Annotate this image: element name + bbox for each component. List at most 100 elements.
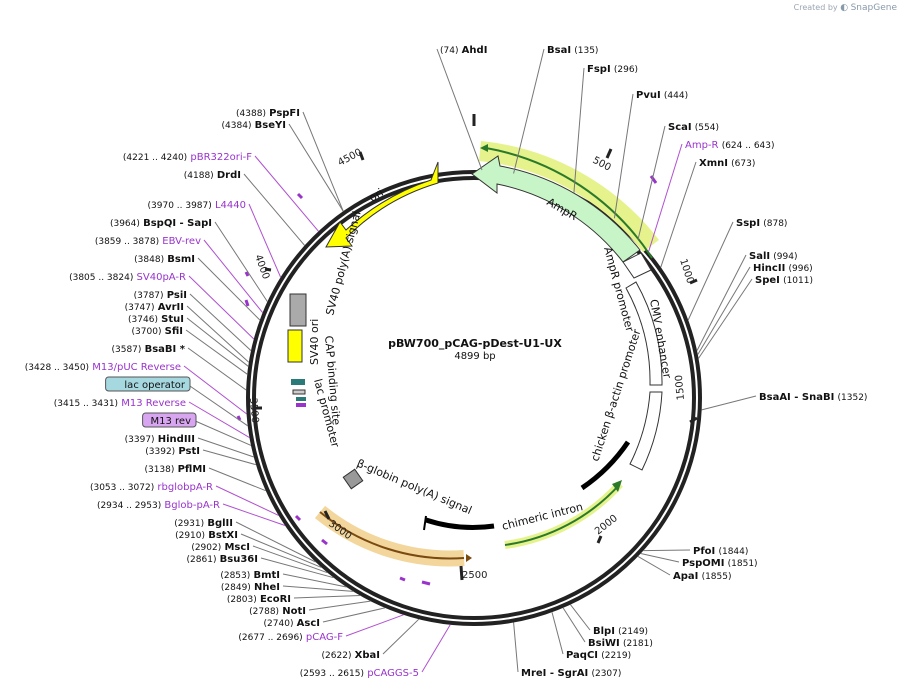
tick: [605, 148, 613, 159]
site-name: EBV-rev: [162, 236, 201, 247]
restriction-site: ApaI (1855): [637, 555, 732, 582]
leader-line: [186, 305, 250, 363]
primer-site: (3053 .. 3072) rbglobpA-R: [90, 482, 279, 516]
leader-line: [208, 467, 266, 492]
tick-label-4500: 4500: [336, 147, 364, 169]
site-position: (2219): [601, 651, 631, 661]
site-name: AscI: [297, 618, 320, 629]
site-name: SpeI: [755, 275, 780, 286]
ampr-promoter-arrow: [622, 252, 652, 279]
tick-label-2500: 2500: [462, 570, 487, 581]
leader-line: [696, 254, 747, 351]
primer-site: (2593 .. 2615) pCAGGS-5: [300, 624, 451, 679]
site-position: (2934 .. 2953): [97, 501, 161, 511]
site-label: BlpI (2149): [593, 626, 648, 637]
backbone-inner: [252, 176, 696, 620]
site-position: (3415 .. 3431): [54, 399, 118, 409]
sv40-ori-box: [287, 329, 303, 363]
site-label: (2934 .. 2953) Bglob-pA-R: [97, 500, 220, 511]
leader-line: [203, 239, 263, 313]
site-position: (2803): [227, 595, 257, 605]
site-position: (3700): [132, 327, 162, 337]
site-label: (4188) DrdI: [184, 170, 241, 181]
site-name: AhdI: [462, 45, 488, 56]
restriction-site: (3397) HindIII: [125, 434, 254, 458]
leader-line: [637, 555, 671, 576]
tick: [358, 151, 365, 161]
intron-arrowhead: [612, 480, 622, 492]
site-label: SspI (878): [736, 218, 787, 229]
site-name: BseYI: [255, 120, 286, 131]
site-position: (624 .. 643): [722, 141, 775, 151]
site-name: HindIII: [158, 434, 195, 445]
leader-line: [254, 155, 319, 232]
site-label: (3848) BsmI: [134, 254, 195, 265]
site-name: PspFI: [269, 108, 300, 119]
site-name: PstI: [178, 446, 200, 457]
leader-line: [660, 161, 697, 268]
site-name: Amp-R: [685, 140, 719, 151]
site-name: PaqCI: [566, 650, 598, 661]
tick: [459, 565, 464, 581]
leader-line: [697, 266, 751, 355]
leader-line: [215, 485, 279, 516]
primer-site: (3859 .. 3878) EBV-rev: [95, 236, 263, 313]
site-label: (2902) MscI: [191, 542, 250, 553]
restriction-site: (2902) MscI: [191, 542, 328, 574]
site-name: Bglob-pA-R: [164, 500, 220, 511]
site-label: ApaI (1855): [673, 571, 732, 582]
site-name: NotI: [282, 606, 306, 617]
site-position: (3587): [111, 345, 141, 355]
tick: [323, 510, 331, 520]
restriction-site: (2861) Bsu36I: [187, 554, 334, 579]
site-position: (4388): [236, 109, 266, 119]
globin-pa-box: [342, 468, 364, 490]
globin-arrow: [319, 511, 465, 560]
site-position: (2677 .. 2696): [238, 633, 302, 643]
site-position: (2622): [322, 651, 352, 661]
lac-box-2: [296, 397, 306, 401]
restriction-site: SpeI (1011): [698, 275, 813, 359]
site-label: XmnI (673): [699, 158, 755, 169]
tick: [689, 278, 698, 285]
leader-line: [573, 67, 585, 194]
leader-line: [687, 221, 734, 321]
site-position: (3787): [134, 291, 164, 301]
site-name: NheI: [254, 582, 280, 593]
restriction-site: (3787) PsiI: [134, 290, 252, 351]
site-position: (3848): [134, 255, 164, 265]
site-label: (2677 .. 2696) pCAG-F: [238, 632, 343, 643]
site-position: (3747): [125, 303, 155, 313]
site-label: (2910) BstXI: [175, 530, 238, 541]
site-position: (74): [440, 46, 458, 56]
restriction-site: XmnI (673): [660, 158, 755, 268]
feature-tag-box: [142, 412, 197, 428]
insert-line: [425, 517, 495, 530]
site-position: (2853): [220, 571, 250, 581]
site-name: pCAG-F: [306, 632, 343, 643]
tick-label-3500: 3500: [247, 397, 260, 423]
site-label: (3053 .. 3072) rbglobpA-R: [90, 482, 213, 493]
site-label: PfoI (1844): [693, 546, 748, 557]
site-label: M13 rev: [151, 416, 192, 427]
cap-box: [291, 379, 305, 385]
leader-line: [648, 143, 683, 252]
site-position: (2902): [191, 543, 221, 553]
restriction-site: HincII (996): [697, 263, 813, 355]
site-name: MreI - SgrAI: [521, 668, 588, 679]
site-name: MscI: [224, 542, 250, 553]
primer-site: (4221 .. 4240) pBR322ori-F: [123, 152, 319, 232]
site-position: (3805 .. 3824): [69, 273, 133, 283]
sv40-pa-box: [289, 293, 307, 327]
primer-site: Amp-R (624 .. 643): [648, 140, 775, 252]
site-label: MreI - SgrAI (2307): [521, 668, 621, 679]
leader-line: [186, 317, 249, 367]
site-label: BsaAI - SnaBI (1352): [759, 392, 867, 403]
site-position: (2788): [249, 607, 279, 617]
backbone-outer: [246, 170, 702, 626]
site-name: PspOMI: [682, 558, 724, 569]
site-name: BlpI: [593, 626, 615, 637]
site-name: PvuI: [636, 90, 661, 101]
snapgene-logo-icon: ◐: [840, 3, 849, 13]
ampr-strand-arrowhead: [480, 144, 488, 152]
